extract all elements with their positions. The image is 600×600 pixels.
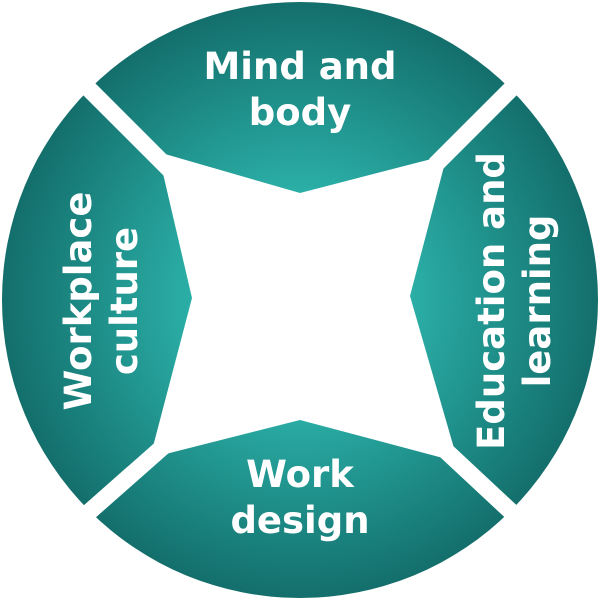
label-line: Education and [470, 152, 513, 450]
segment-label-education-and-learning: Education and learning [469, 131, 561, 471]
center-cutout [150, 152, 458, 462]
label-line: Work [246, 453, 354, 496]
segment-label-work-design: Work design [150, 452, 450, 544]
label-line: design [230, 499, 370, 542]
label-line: Mind and [203, 45, 397, 88]
label-line: learning [516, 214, 559, 388]
label-line: Workplace [57, 191, 100, 411]
label-line: body [248, 91, 352, 134]
segment-label-workplace-culture: Workplace culture [56, 151, 148, 451]
label-line: culture [103, 226, 146, 376]
segment-label-mind-and-body: Mind and body [150, 44, 450, 136]
